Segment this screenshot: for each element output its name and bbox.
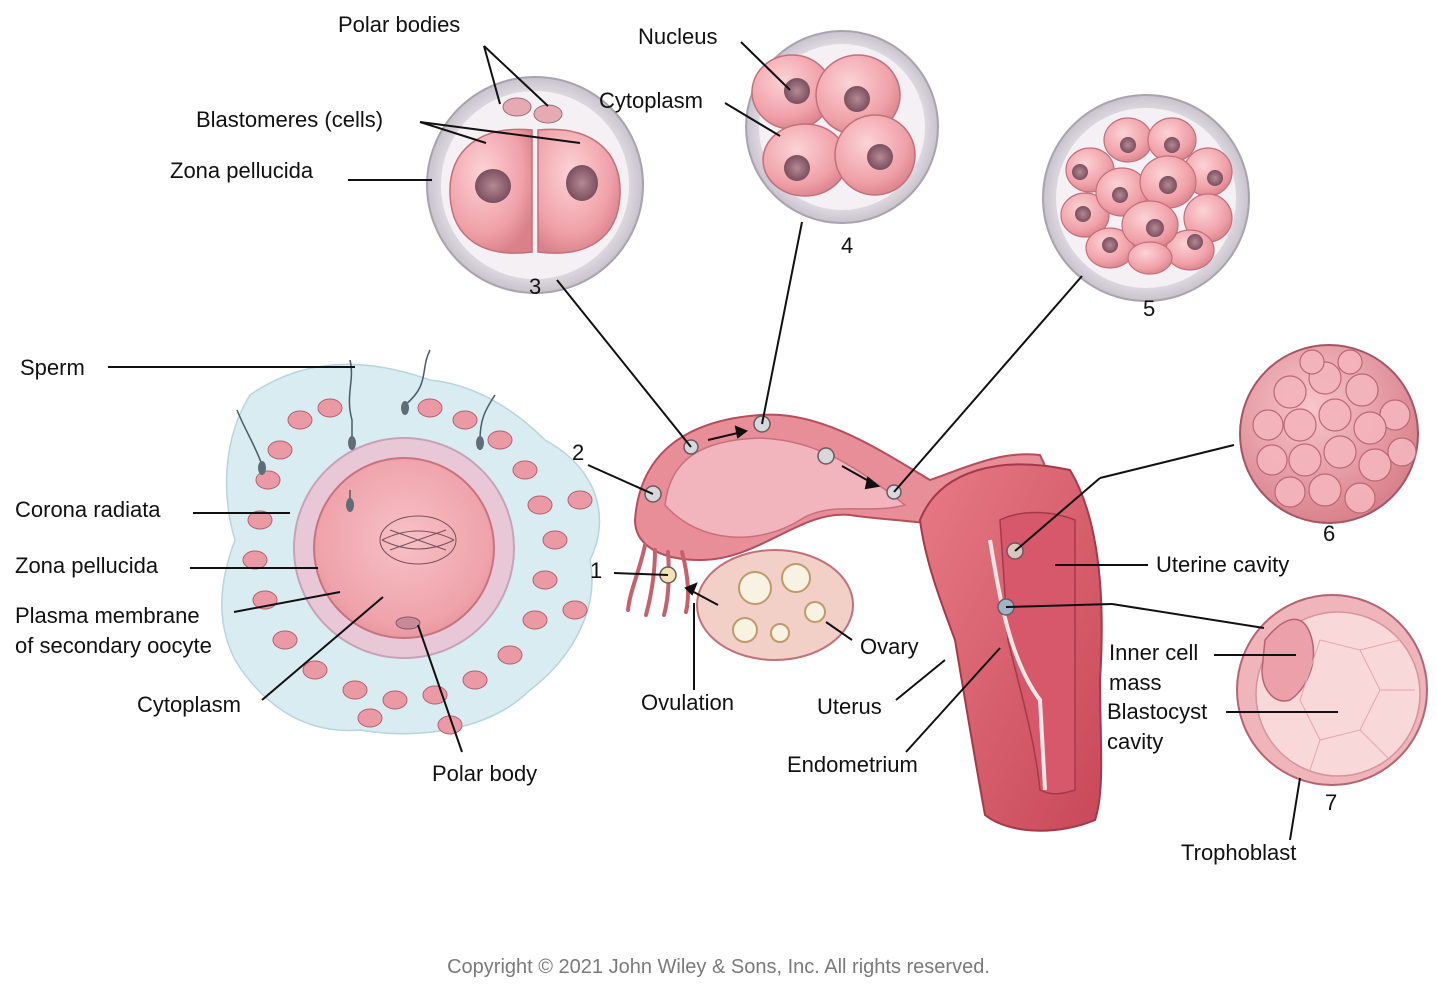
label-cytoplasm-left: Cytoplasm <box>137 692 241 717</box>
blastocyst <box>1236 594 1428 786</box>
label-endometrium: Endometrium <box>787 752 918 777</box>
stage-number-3: 3 <box>529 274 542 299</box>
stage-number-5: 5 <box>1143 296 1156 321</box>
label-zona-pellucida-top: Zona pellucida <box>170 158 314 183</box>
label-blastocyst-line2: cavity <box>1107 729 1164 754</box>
label-blastocyst-line1: Blastocyst <box>1107 699 1208 724</box>
label-plasma-membrane-line2: of secondary oocyte <box>15 633 212 658</box>
stage-number-1: 1 <box>590 558 603 583</box>
reproductive-tract <box>626 413 1103 832</box>
label-cytoplasm-top: Cytoplasm <box>599 88 703 113</box>
stage-number-7: 7 <box>1325 790 1338 815</box>
label-polar-bodies: Polar bodies <box>338 12 461 37</box>
label-uterine-cavity: Uterine cavity <box>1156 552 1290 577</box>
label-sperm: Sperm <box>20 355 85 380</box>
four-cell-stage <box>745 30 939 224</box>
stage-number-2: 2 <box>572 440 585 465</box>
leader-lines <box>108 41 1338 841</box>
fertilized-oocyte <box>221 349 601 735</box>
label-ovulation: Ovulation <box>641 690 734 715</box>
label-ovary: Ovary <box>860 634 919 659</box>
label-trophoblast: Trophoblast <box>1181 840 1297 865</box>
stage-number-6: 6 <box>1323 521 1336 546</box>
label-inner-cell-line2: mass <box>1109 670 1162 695</box>
two-cell-stage <box>426 76 644 294</box>
label-plasma-membrane-line1: Plasma membrane <box>15 603 200 628</box>
label-inner-cell-line1: Inner cell <box>1109 640 1199 665</box>
stage-number-4: 4 <box>841 233 854 258</box>
label-nucleus: Nucleus <box>638 24 718 49</box>
label-blastomeres: Blastomeres (cells) <box>196 107 384 132</box>
label-uterus: Uterus <box>817 694 882 719</box>
label-corona-radiata: Corona radiata <box>15 497 161 522</box>
morula <box>1239 344 1419 524</box>
label-polar-body: Polar body <box>432 761 538 786</box>
copyright-notice: Copyright © 2021 John Wiley & Sons, Inc.… <box>447 956 990 978</box>
label-zona-pellucida-left: Zona pellucida <box>15 553 159 578</box>
sixteen-cell-stage <box>1042 94 1250 302</box>
